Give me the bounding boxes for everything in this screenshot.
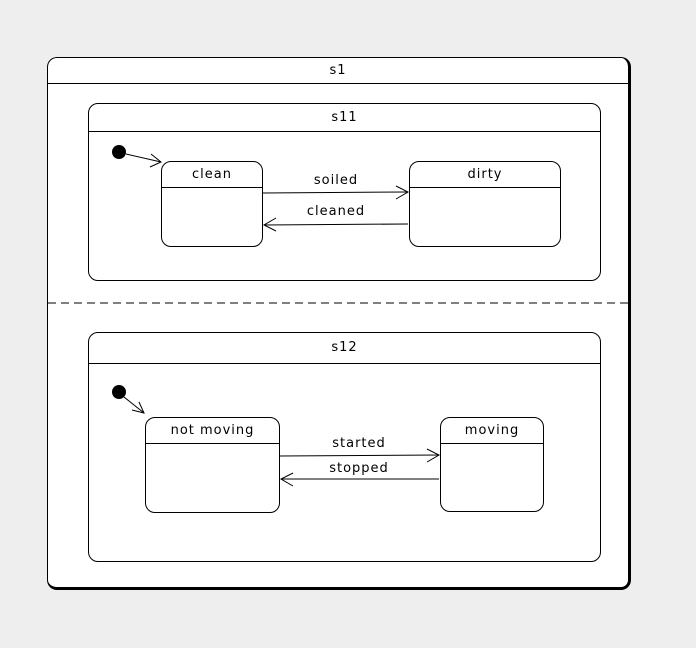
state-not-moving[interactable]: not moving (145, 417, 280, 513)
state-dirty-label: dirty (467, 167, 503, 182)
state-clean-label: clean (192, 167, 232, 182)
state-s12-title-compartment: s12 (89, 333, 600, 364)
state-s1-label: s1 (329, 63, 347, 78)
state-not-moving-title-compartment: not moving (146, 418, 279, 444)
transition-label-soiled[interactable]: soiled (311, 173, 361, 188)
state-clean[interactable]: clean (161, 161, 263, 247)
state-s11-title-compartment: s11 (89, 104, 600, 132)
state-clean-title-compartment: clean (162, 162, 262, 188)
state-dirty[interactable]: dirty (409, 161, 561, 247)
transition-label-stopped[interactable]: stopped (327, 461, 391, 476)
state-moving-label: moving (464, 423, 520, 438)
state-moving[interactable]: moving (440, 417, 544, 512)
state-s12-label: s12 (331, 340, 358, 355)
state-moving-title-compartment: moving (441, 418, 543, 444)
state-dirty-title-compartment: dirty (410, 162, 560, 188)
state-s11-label: s11 (331, 110, 358, 125)
transition-label-started[interactable]: started (330, 436, 388, 451)
state-s1-title-compartment: s1 (48, 58, 628, 84)
transition-label-cleaned[interactable]: cleaned (304, 204, 368, 219)
state-not-moving-label: not moving (170, 423, 255, 438)
